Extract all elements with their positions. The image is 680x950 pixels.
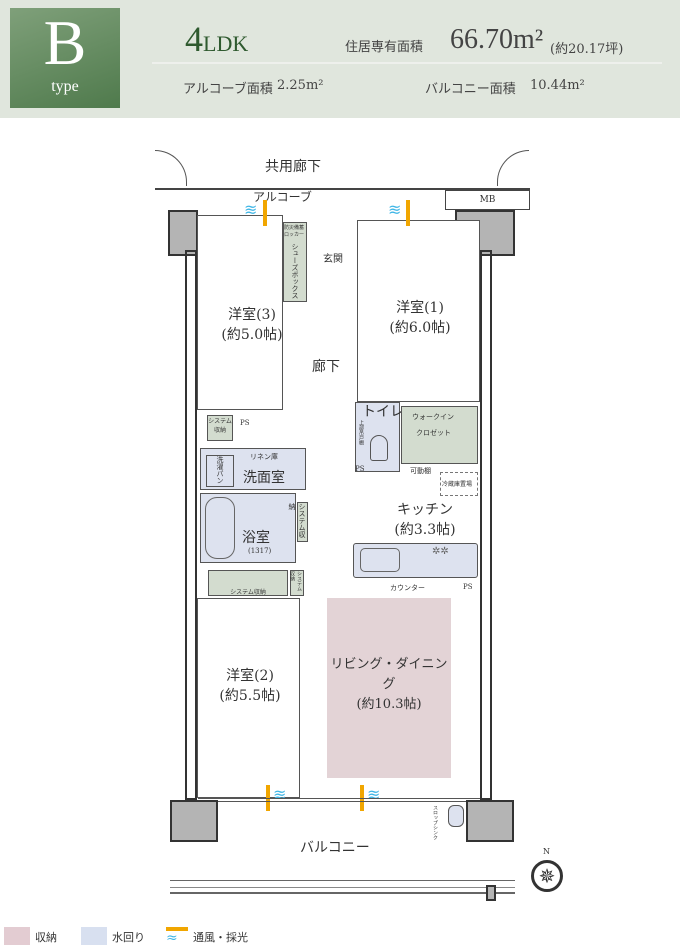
ventilation-arrow-icon: [406, 200, 410, 226]
toilet-ps: PS: [355, 465, 365, 473]
sash-line: [198, 798, 480, 802]
layout-title: 4LDK: [185, 18, 248, 60]
hallway-label: 廊下: [312, 359, 340, 375]
ld-label: リビング・ダイニング (約10.3帖): [327, 655, 451, 715]
legend-ventilation: 通風・採光: [193, 931, 248, 944]
bath-label: 浴室: [242, 530, 270, 546]
room-3-label: 洋室(3) (約5.0帖): [207, 305, 297, 345]
room-2-size: (約5.5帖): [219, 688, 281, 704]
room-1-size: (約6.0帖): [389, 320, 451, 336]
compass-icon: ✵: [531, 860, 563, 892]
system-storage-hall: システム収納: [288, 502, 308, 542]
room-1-name: 洋室(1): [396, 300, 444, 316]
area-label: 住居専有面積: [345, 40, 424, 55]
kitchen-name: キッチン: [397, 502, 453, 518]
header: B type 4LDK 住居専有面積 66.70m² (約20.17坪) アルコ…: [0, 0, 680, 118]
legend-swatch-storage: [4, 927, 30, 945]
closet-label: クロゼット: [416, 429, 451, 437]
alcove-area-value: 2.25m²: [277, 78, 324, 93]
slop-sink-label: スロップシンク: [432, 805, 438, 840]
area-tsubo: (約20.17坪): [550, 42, 624, 57]
alcove-label: アルコーブ: [253, 190, 312, 204]
ld-name: リビング・ダイニング: [330, 657, 448, 692]
entrance-label: 玄関: [323, 254, 343, 265]
alcove-area-label: アルコーブ面積: [183, 82, 273, 97]
legend-swatch-water: [81, 927, 107, 945]
kitchen-ps: PS: [463, 583, 473, 591]
sink-icon: [360, 548, 400, 572]
kitchen-size: (約3.3帖): [394, 522, 456, 538]
system-storage-3-label: システム収納: [208, 418, 232, 434]
column: [466, 800, 514, 842]
layout-suffix: LDK: [203, 31, 249, 56]
type-badge: B type: [10, 8, 120, 108]
movable-shelf-label: 可動棚: [410, 467, 431, 475]
corridor-door-left: [155, 150, 187, 186]
room-1: [357, 220, 480, 402]
room-3-size: (約5.0帖): [221, 327, 283, 343]
bathtub-icon: [205, 497, 235, 559]
divider: [152, 62, 662, 64]
north-label: N: [543, 847, 550, 856]
washroom-label: 洗面室: [243, 470, 285, 486]
linen-label: リネン庫: [250, 453, 278, 461]
system-storage-2: システム収納: [208, 570, 288, 596]
balcony-railing: [170, 880, 515, 894]
ventilation-arrow-icon: [263, 200, 267, 226]
corridor-line: [155, 188, 530, 190]
wind-icon: ≋: [388, 200, 402, 219]
legend-wind-icon: ≈: [166, 930, 178, 946]
mb-box: MB: [445, 190, 530, 210]
ld-size: (約10.3帖): [356, 697, 422, 712]
area-value: 66.70m²: [450, 24, 544, 55]
toilet-icon: [370, 435, 388, 461]
corridor-door-right: [497, 150, 529, 186]
fridge-space: 冷蔵庫置場: [440, 472, 478, 496]
living-dining-area: [327, 598, 451, 778]
room-3-name: 洋室(3): [228, 307, 276, 323]
balcony-label: バルコニー: [300, 840, 370, 856]
bath-size: (1317): [248, 547, 272, 555]
balcony-area-label: バルコニー面積: [425, 82, 516, 97]
room-2-label: 洋室(2) (約5.5帖): [205, 666, 295, 706]
counter-label: カウンター: [390, 584, 425, 592]
legend-arrow-icon: [166, 927, 188, 931]
wind-icon: ≋: [244, 200, 258, 219]
room-3: [197, 215, 283, 410]
disaster-locker: 防災備蓄ロッカー: [284, 225, 305, 238]
legend-storage: 収納: [35, 931, 57, 944]
legend-water: 水回り: [112, 931, 145, 944]
shoebox-label: シューズボックス: [291, 243, 299, 299]
system-storage-3: システム収納: [207, 415, 233, 441]
walkin-label: ウォークイン: [412, 413, 454, 421]
toilet-label: トイレ: [362, 404, 404, 420]
system-storage-small: システム収納: [289, 570, 304, 596]
walkin-closet: [401, 406, 478, 464]
railing-line: [170, 887, 515, 888]
wash-ps: PS: [240, 419, 250, 427]
washpan: 洗濯パン: [206, 455, 234, 487]
room-1-label: 洋室(1) (約6.0帖): [375, 298, 465, 338]
column: [170, 800, 218, 842]
system-storage-2-label: システム収納: [230, 589, 266, 596]
room-2: [197, 598, 300, 798]
upper-cabinet-label: 上部吊戸棚: [358, 420, 364, 445]
balcony-area-value: 10.44m²: [530, 78, 585, 93]
type-word: type: [51, 78, 79, 95]
column: [168, 210, 198, 256]
slop-sink: [448, 805, 464, 827]
drain-box: [486, 885, 496, 901]
corridor-label: 共用廊下: [265, 159, 321, 175]
type-letter: B: [43, 7, 87, 78]
right-wall: [480, 250, 492, 800]
room-2-name: 洋室(2): [226, 668, 274, 684]
kitchen-label: キッチン (約3.3帖): [375, 500, 475, 540]
layout-num: 4: [185, 19, 203, 59]
shoebox: シューズボックス: [283, 222, 307, 302]
left-wall: [185, 250, 197, 800]
stove-icon: ✲✲: [432, 546, 449, 557]
